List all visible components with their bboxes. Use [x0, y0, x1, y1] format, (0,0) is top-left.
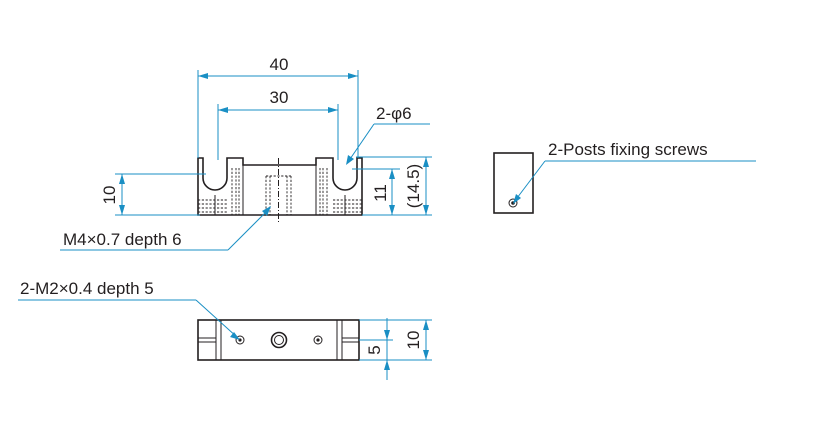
hole-diameter-leader	[346, 123, 430, 165]
front-view-outline	[197, 157, 363, 216]
dim-14-5	[356, 156, 432, 215]
hole-diameter-label: 2-φ6	[376, 104, 412, 123]
posts-screws-leader	[513, 160, 756, 204]
bottom-hole-center	[270, 331, 288, 349]
left-screw-hidden-lines	[198, 168, 240, 215]
post-screw-circle	[508, 198, 518, 208]
dim-11-label: 11	[371, 184, 390, 202]
side-view-outline	[493, 152, 534, 214]
dim-40	[197, 70, 359, 158]
posts-screws-label: 2-Posts fixing screws	[548, 140, 708, 159]
bottom-view	[197, 319, 360, 361]
dim-5-label: 5	[365, 345, 384, 354]
side-taps-leader	[18, 299, 240, 340]
side-view	[493, 152, 534, 214]
dim-10-left	[115, 173, 206, 216]
front-view	[197, 157, 363, 222]
dim-11	[352, 168, 432, 216]
dim-10-bottom	[359, 319, 432, 361]
dim-10-bottom-label: 10	[404, 331, 423, 350]
dim-30-label: 30	[270, 88, 289, 107]
dim-30	[217, 104, 339, 160]
bottom-hole-right	[313, 335, 323, 345]
center-tap-hidden-lines	[265, 158, 292, 222]
side-taps-label: 2-M2×0.4 depth 5	[20, 279, 154, 298]
dim-5	[359, 318, 393, 380]
bottom-view-outline	[197, 319, 360, 361]
dim-14-5-label: (14.5)	[404, 164, 423, 208]
dim-10-left-label: 10	[100, 186, 119, 205]
right-screw-hidden-lines	[319, 168, 362, 215]
center-tap-leader	[60, 206, 271, 251]
dim-40-label: 40	[270, 55, 289, 74]
center-tap-label: M4×0.7 depth 6	[63, 230, 182, 249]
